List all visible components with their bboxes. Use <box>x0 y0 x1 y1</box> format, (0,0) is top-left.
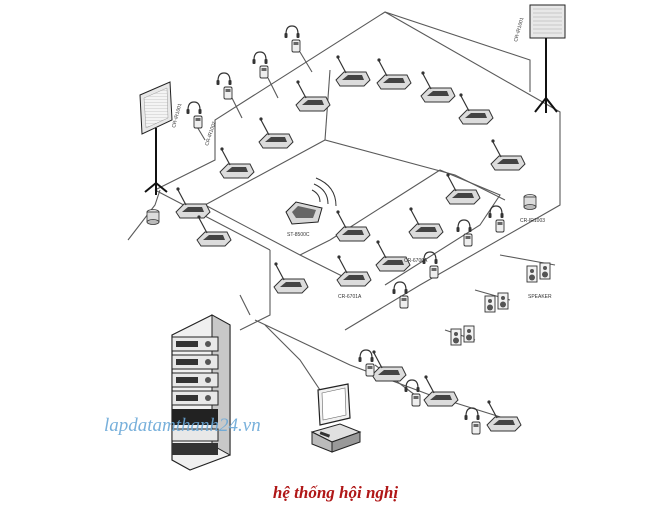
ir-radiator-right: CR-IR1001 <box>513 4 566 113</box>
mic-unit <box>490 138 526 171</box>
speaker-icon <box>526 265 538 283</box>
speaker-icon <box>463 325 475 343</box>
mic-unit <box>175 186 211 219</box>
mic-unit <box>258 116 294 149</box>
headphone-receiver-icon <box>283 25 301 53</box>
speaker-label: SPEAKER <box>528 294 552 300</box>
speaker-icon <box>497 292 509 310</box>
diagram-caption: hệ thống hội nghị <box>272 483 399 502</box>
sensor-left <box>146 209 160 225</box>
headphone-receiver-icon <box>215 72 233 100</box>
mic-unit <box>376 57 412 90</box>
microphone-units: CR-6700A CR-6701A <box>175 54 526 432</box>
mic-unit <box>371 349 407 382</box>
mic-unit <box>486 399 522 432</box>
equipment-rack <box>171 314 231 471</box>
ir-radiator-left: CR-IR1001 <box>139 81 183 195</box>
panel-right-label: CR-IR1001 <box>513 17 525 43</box>
mic-unit <box>420 70 456 103</box>
mic-unit <box>336 254 372 287</box>
headphone-receiver-icon <box>357 349 375 377</box>
sensor-right: CR-IR1003 <box>520 194 545 224</box>
mic-unit <box>335 54 371 87</box>
speaker-icon <box>450 328 462 346</box>
central-control-unit: ST-8500C <box>285 177 337 238</box>
delegate-label: CR-6701A <box>338 294 362 300</box>
monitor-pc <box>310 383 362 453</box>
watermark: lapdatamthanh24.vn <box>104 415 261 436</box>
mic-unit <box>196 214 232 247</box>
mic-unit <box>423 374 459 407</box>
mic-unit <box>408 206 444 239</box>
panel-left-label: CR-IR1001 <box>171 103 183 129</box>
sensor-label: CR-IR1003 <box>520 218 545 224</box>
headphone-receiver-icon <box>251 51 269 79</box>
mic-unit <box>273 261 309 294</box>
speaker-icon <box>539 262 551 280</box>
mic-unit <box>375 239 411 272</box>
mic-unit <box>445 172 481 205</box>
ir-sensors: CR-IR1003 <box>146 194 545 225</box>
mic-unit <box>458 92 494 125</box>
headphone-receiver-icon <box>185 101 203 129</box>
headphone-receiver-icon <box>455 219 473 247</box>
speaker-icon <box>484 295 496 313</box>
speakers: SPEAKER <box>450 262 552 346</box>
mic-unit <box>295 79 331 112</box>
chairman-label: CR-6700A <box>404 258 428 264</box>
central-label: ST-8500C <box>287 232 310 238</box>
mic-unit <box>219 146 255 179</box>
receiver-label: CR-IR1002 <box>204 121 218 147</box>
headphone-receiver-icon <box>463 407 481 435</box>
headphone-receiver-icon <box>391 281 409 309</box>
headphone-receiver-icon <box>487 205 505 233</box>
